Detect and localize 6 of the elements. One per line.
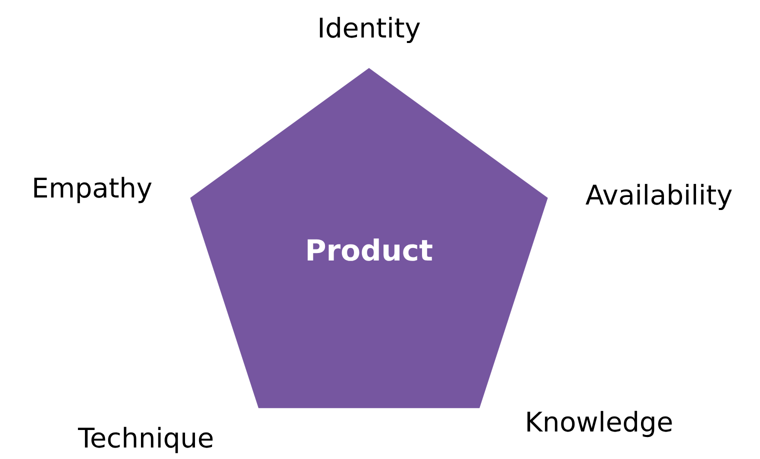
vertex-label: Technique <box>78 426 213 454</box>
pentagon: Product <box>190 68 548 408</box>
vertex-label: Availability <box>586 184 732 210</box>
vertex-label: Identity <box>320 16 420 44</box>
vertex-label: Knowledge <box>527 410 672 438</box>
vertex-label: Empathy <box>34 176 152 204</box>
